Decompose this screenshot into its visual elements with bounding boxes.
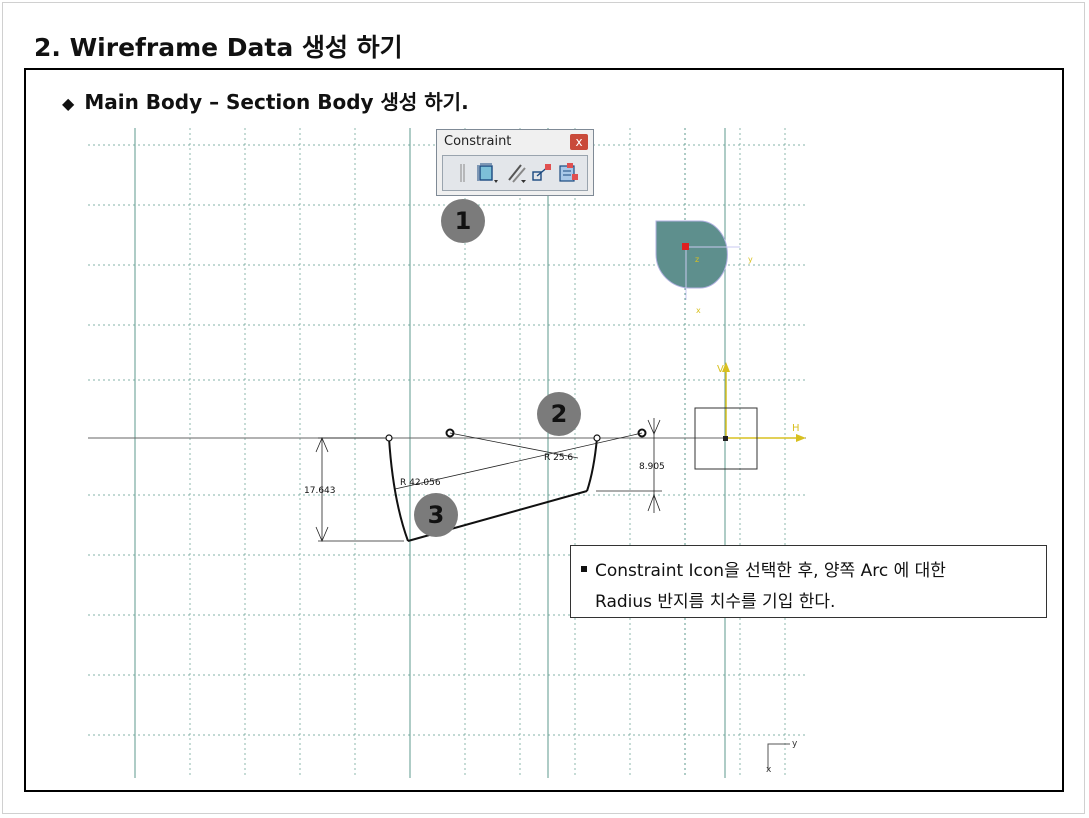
content-frame bbox=[24, 68, 1064, 792]
arrowhead-icon bbox=[647, 493, 661, 512]
compass-plane-icon bbox=[655, 220, 728, 289]
step-marker-2: 2 bbox=[537, 392, 581, 436]
profile-endpoint[interactable] bbox=[593, 434, 601, 442]
arrowhead-icon bbox=[315, 526, 329, 543]
contact-constraint-icon[interactable] bbox=[505, 162, 527, 184]
v-axis-arrowhead-icon bbox=[722, 362, 730, 372]
arrowhead-icon bbox=[315, 436, 329, 453]
constraint-grip-icon bbox=[460, 164, 465, 182]
sketch-axis-x-label: x bbox=[766, 765, 772, 775]
sketch-axis-y-label: y bbox=[792, 739, 798, 749]
callout-line-1: Constraint Icon을 선택한 후, 양쪽 Arc 에 대한 bbox=[581, 556, 946, 581]
radius-large-leader bbox=[394, 432, 643, 490]
constraint-icon[interactable] bbox=[476, 162, 498, 184]
fix-together-icon[interactable] bbox=[531, 162, 553, 184]
height-left-dimension[interactable]: 17.643 bbox=[304, 486, 336, 496]
compass-x-label: x bbox=[696, 306, 701, 315]
section-heading: ◆ Main Body – Section Body 생성 하기. bbox=[62, 86, 469, 115]
sketch-axis-lines bbox=[767, 743, 790, 770]
callout-line-2: Radius 반지름 치수를 기입 한다. bbox=[595, 592, 836, 612]
profile-left-arc[interactable] bbox=[388, 437, 409, 542]
arrowhead-icon bbox=[647, 419, 661, 436]
diamond-bullet-icon: ◆ bbox=[62, 94, 75, 113]
radius-large-dimension[interactable]: R 42.056 bbox=[400, 478, 441, 488]
toolbar-title: Constraint bbox=[444, 134, 512, 149]
origin-box bbox=[694, 407, 758, 470]
sketch-grid bbox=[88, 128, 806, 778]
h-axis-arrowhead-icon bbox=[796, 434, 806, 442]
instruction-callout: Constraint Icon을 선택한 후, 양쪽 Arc 에 대한 Radi… bbox=[570, 545, 1047, 618]
compass-z-label: z bbox=[695, 255, 699, 264]
profile-right-arc[interactable] bbox=[586, 437, 598, 492]
auto-constraint-icon[interactable] bbox=[557, 162, 579, 184]
height-right-dimension[interactable]: 8.905 bbox=[639, 462, 665, 472]
profile-endpoint[interactable] bbox=[385, 434, 393, 442]
callout-line-1-text: Constraint Icon을 선택한 후, 양쪽 Arc 에 대한 bbox=[595, 561, 946, 581]
sketch-axis-indicator: y x bbox=[766, 739, 798, 775]
view-compass[interactable]: y z x bbox=[655, 220, 753, 315]
page-title: 2. Wireframe Data 생성 하기 bbox=[34, 33, 403, 62]
step-marker-3: 3 bbox=[414, 493, 458, 537]
square-bullet-icon bbox=[581, 566, 587, 572]
constraint-toolbar[interactable]: Constraint x bbox=[436, 129, 594, 196]
close-icon[interactable]: x bbox=[570, 134, 588, 150]
radius-small-dimension[interactable]: R 25.6 bbox=[544, 453, 573, 463]
compass-y-label: y bbox=[748, 255, 753, 264]
toolbar-icon-bar bbox=[442, 155, 588, 191]
dimensions[interactable]: R 25.6 R 42.056 17.643 8.905 bbox=[304, 418, 665, 543]
v-axis-label: V bbox=[717, 364, 724, 375]
h-axis-label: H bbox=[792, 423, 800, 434]
radius-small-leader bbox=[449, 432, 579, 459]
origin-point[interactable] bbox=[723, 436, 728, 441]
step-marker-1: 1 bbox=[441, 199, 485, 243]
section-heading-text: Main Body – Section Body 생성 하기. bbox=[84, 90, 469, 114]
compass-center-icon bbox=[682, 243, 689, 250]
